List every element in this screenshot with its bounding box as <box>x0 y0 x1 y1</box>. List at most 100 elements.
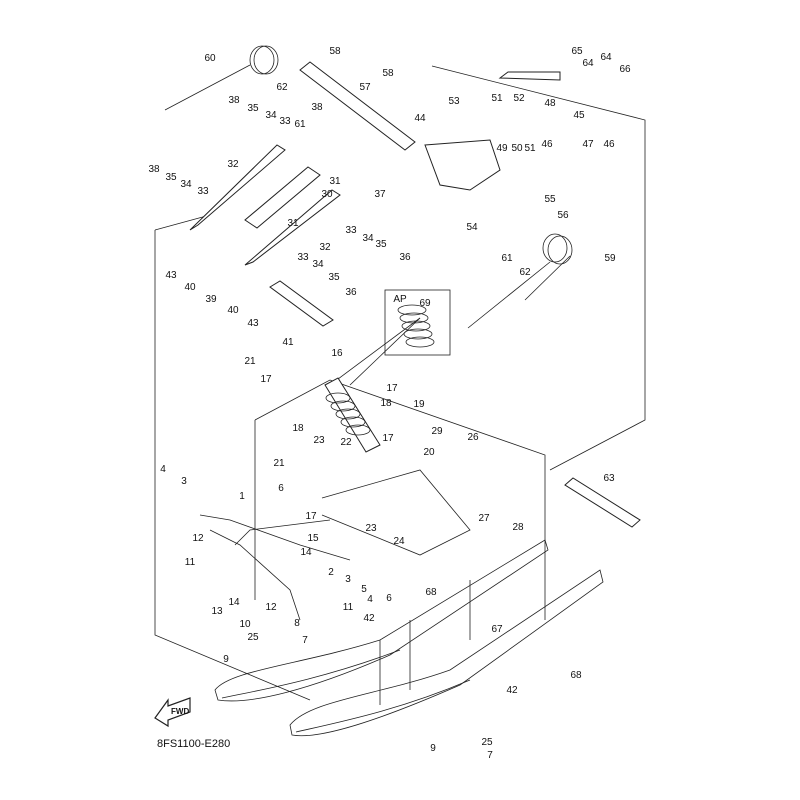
callout-44: 44 <box>414 113 426 124</box>
callout-43: 43 <box>247 318 259 329</box>
front-arm-bracket <box>424 139 501 191</box>
callout-55: 55 <box>544 194 556 205</box>
callout-43: 43 <box>165 270 177 281</box>
callout-42: 42 <box>506 685 518 696</box>
shafts <box>189 61 641 528</box>
callout-36: 36 <box>345 287 357 298</box>
callout-11: 11 <box>185 557 196 568</box>
callout-47: 47 <box>582 139 594 150</box>
callout-40: 40 <box>227 305 239 316</box>
callout-19: 19 <box>413 399 425 410</box>
callout-42: 42 <box>363 613 375 624</box>
callout-60: 60 <box>204 53 216 64</box>
callout-34: 34 <box>362 233 374 244</box>
callout-7: 7 <box>302 635 308 646</box>
callout-23: 23 <box>313 435 325 446</box>
callout-39: 39 <box>205 294 217 305</box>
callout-21: 21 <box>273 458 285 469</box>
callout-15: 15 <box>307 533 319 544</box>
callout-18: 18 <box>292 423 304 434</box>
callout-21: 21 <box>244 356 256 367</box>
callout-9: 9 <box>430 743 436 754</box>
callout-51: 51 <box>524 143 536 154</box>
callout-38: 38 <box>228 95 240 106</box>
callout-32: 32 <box>319 242 331 253</box>
callout-9: 9 <box>223 654 229 665</box>
callout-30: 30 <box>321 189 333 200</box>
callout-48: 48 <box>544 98 556 109</box>
callout-54: 54 <box>466 222 478 233</box>
assembly-frame-lines <box>154 65 646 701</box>
callout-40: 40 <box>184 282 196 293</box>
callout-35: 35 <box>165 172 177 183</box>
callout-34: 34 <box>312 259 324 270</box>
callout-67: 67 <box>491 624 503 635</box>
callout-56: 56 <box>557 210 569 221</box>
forward-direction-icon: FWD <box>154 697 191 728</box>
callout-34: 34 <box>180 179 192 190</box>
callout-7: 7 <box>487 750 493 761</box>
callout-69: 69 <box>419 298 431 309</box>
drawing-code: 8FS1100-E280 <box>157 738 231 750</box>
callout-38: 38 <box>148 164 160 175</box>
callout-17: 17 <box>386 383 398 394</box>
callout-35: 35 <box>247 103 259 114</box>
callout-33: 33 <box>197 186 209 197</box>
torsion-spring-right <box>467 233 573 329</box>
callout-24: 24 <box>393 536 405 547</box>
callout-1: 1 <box>239 491 245 502</box>
callout-62: 62 <box>276 82 288 93</box>
callout-29: 29 <box>431 426 443 437</box>
callout-41: 41 <box>282 337 294 348</box>
callout-51: 51 <box>491 93 503 104</box>
callout-33: 33 <box>345 225 357 236</box>
callout-25: 25 <box>247 632 259 643</box>
callout-25: 25 <box>481 737 493 748</box>
callout-5: 5 <box>361 584 367 595</box>
callout-33: 33 <box>279 116 291 127</box>
callout-68: 68 <box>570 670 582 681</box>
callout-17: 17 <box>260 374 272 385</box>
callout-22: 22 <box>340 437 352 448</box>
callout-33: 33 <box>297 252 309 263</box>
callout-3: 3 <box>345 574 351 585</box>
callout-2: 2 <box>328 567 334 578</box>
callout-61: 61 <box>294 119 306 130</box>
callout-28: 28 <box>512 522 524 533</box>
callout-4: 4 <box>367 594 373 605</box>
callout-64: 64 <box>582 58 594 69</box>
callout-27: 27 <box>478 513 490 524</box>
torsion-spring-left <box>164 45 279 111</box>
callout-18: 18 <box>380 398 392 409</box>
callout-66: 66 <box>619 64 631 75</box>
callout-53: 53 <box>448 96 460 107</box>
callout-35: 35 <box>328 272 340 283</box>
callout-11: 11 <box>343 602 354 613</box>
callout-57: 57 <box>359 82 371 93</box>
callout-3: 3 <box>181 476 187 487</box>
callout-46: 46 <box>541 139 553 150</box>
callout-68: 68 <box>425 587 437 598</box>
forward-badge-text: FWD <box>171 707 189 716</box>
callout-62: 62 <box>519 267 531 278</box>
callout-64: 64 <box>600 52 612 63</box>
slide-rails <box>214 539 604 737</box>
callout-14: 14 <box>228 597 240 608</box>
callout-59: 59 <box>604 253 616 264</box>
callout-6: 6 <box>386 593 392 604</box>
callout-AP: AP <box>393 294 407 305</box>
callout-31: 31 <box>287 218 299 229</box>
callout-46: 46 <box>603 139 615 150</box>
callout-58: 58 <box>329 46 341 57</box>
callout-10: 10 <box>239 619 251 630</box>
callout-12: 12 <box>192 533 204 544</box>
callout-17: 17 <box>305 511 317 522</box>
callout-32: 32 <box>227 159 239 170</box>
callout-37: 37 <box>374 189 386 200</box>
rear-shock-absorber <box>324 377 381 453</box>
callout-34: 34 <box>265 110 277 121</box>
callout-35: 35 <box>375 239 387 250</box>
